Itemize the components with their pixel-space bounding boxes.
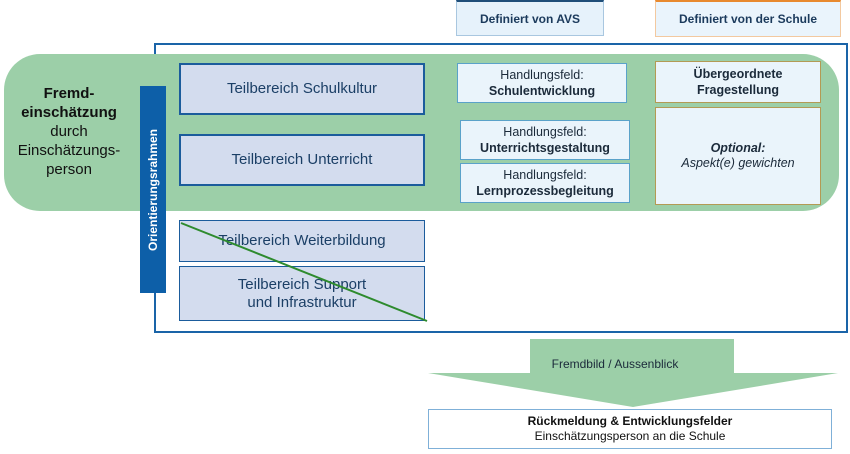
handlungsfeld-prefix: Handlungsfeld: [503, 168, 587, 182]
teilbereich-support: Teilbereich Support und Infrastruktur [179, 266, 425, 321]
fremdeinschaetzung-label: Fremd- einschätzung durch Einschätzungs-… [4, 84, 134, 179]
handlungsfeld-name: Schulentwicklung [488, 84, 596, 98]
ueber-line2: Fragestellung [697, 83, 779, 97]
result-subtitle: Einschätzungsperson an die Schule [534, 429, 726, 443]
handlungsfeld-unterrichtsgestaltung: Handlungsfeld: Unterrichtsgestaltung [460, 120, 630, 160]
uebergeordnete-fragestellung: Übergeordnete Fragestellung [655, 61, 821, 103]
teilbereich-schulkultur: Teilbereich Schulkultur [179, 63, 425, 115]
legend-schule: Definiert von der Schule [655, 0, 841, 37]
legend-avs: Definiert von AVS [456, 0, 604, 36]
teilbereich-label: Teilbereich Schulkultur [226, 80, 378, 97]
optional-text: Aspekt(e) gewichten [681, 156, 795, 170]
optional-aspekte: Optional: Aspekt(e) gewichten [655, 107, 821, 205]
fremd-line3: durch [50, 123, 88, 140]
teilbereich-label: Teilbereich Weiterbildung [218, 232, 386, 249]
arrow-shape [428, 339, 838, 407]
teilbereich-label-line1: Teilbereich Support [237, 275, 367, 293]
orientierungsrahmen-bar: Orientierungsrahmen [140, 86, 166, 293]
handlungsfeld-prefix: Handlungsfeld: [503, 125, 587, 139]
orientierungsrahmen-label: Orientierungsrahmen [146, 128, 160, 251]
fremd-line2: einschätzung [21, 104, 117, 121]
fremd-line1: Fremd- [43, 85, 95, 102]
handlungsfeld-prefix: Handlungsfeld: [500, 68, 584, 82]
result-box: Rückmeldung & Entwicklungsfelder Einschä… [428, 409, 832, 449]
handlungsfeld-name: Lernprozessbegleitung [476, 184, 614, 198]
teilbereich-unterricht: Teilbereich Unterricht [179, 134, 425, 186]
arrow-label: Fremdbild / Aussenblick [551, 357, 679, 371]
handlungsfeld-schulentwicklung: Handlungsfeld: Schulentwicklung [457, 63, 627, 103]
fremd-line5: person [46, 161, 92, 178]
teilbereich-weiterbildung: Teilbereich Weiterbildung [179, 220, 425, 262]
fremd-line4: Einschätzungs- [17, 142, 121, 159]
ueber-line1: Übergeordnete [693, 67, 783, 81]
handlungsfeld-lernprozessbegleitung: Handlungsfeld: Lernprozessbegleitung [460, 163, 630, 203]
optional-title: Optional: [710, 141, 766, 155]
teilbereich-label: Teilbereich Unterricht [231, 151, 373, 168]
result-title: Rückmeldung & Entwicklungsfelder [527, 414, 733, 428]
down-arrow [428, 339, 838, 407]
teilbereich-label-line2: und Infrastruktur [247, 293, 357, 311]
handlungsfeld-name: Unterrichtsgestaltung [480, 141, 610, 155]
